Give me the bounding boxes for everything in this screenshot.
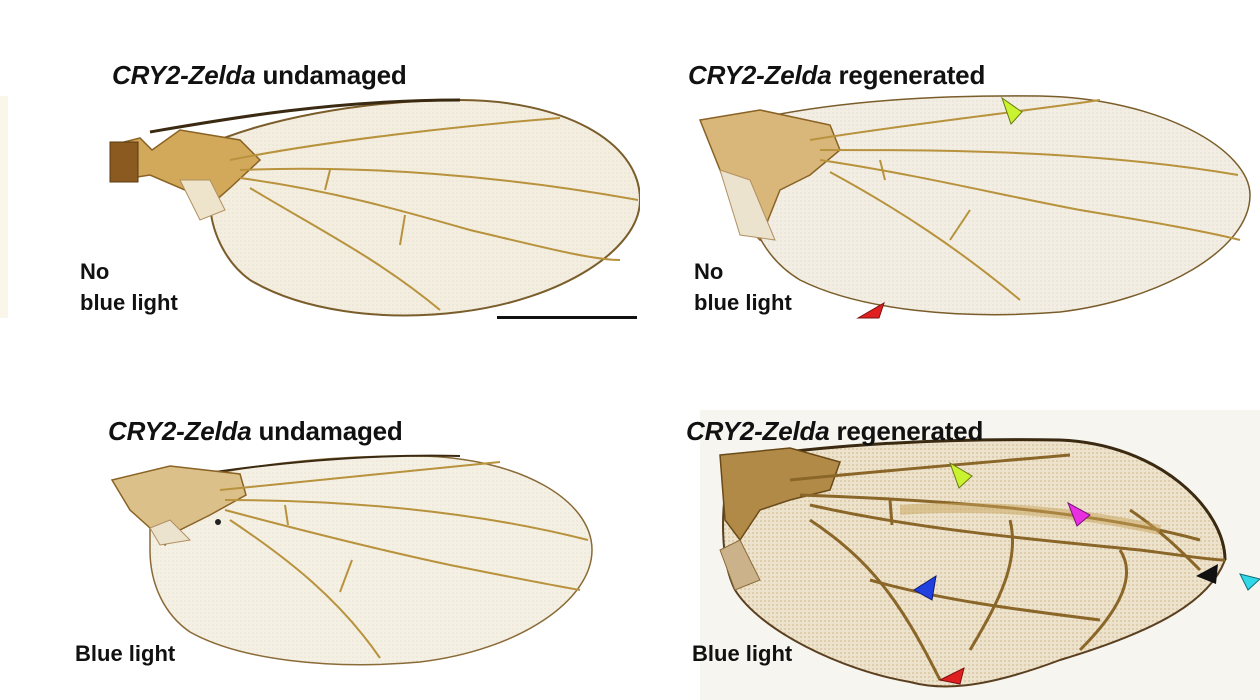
light-condition-label: Blue light [692, 638, 792, 669]
panel-bottom-left: CRY2-Zelda undamaged Blue light [0, 400, 640, 700]
wing-image [698, 95, 1251, 319]
wing-hinge [110, 465, 247, 547]
genotype-label: CRY2-Zelda [686, 416, 830, 446]
light-line-2: blue light [80, 290, 178, 315]
light-line-1: Blue light [75, 641, 176, 666]
condition-label: undamaged [258, 416, 403, 446]
wing-veins [219, 461, 589, 659]
scale-bar [497, 316, 637, 319]
panel-title: CRY2-Zelda regenerated [688, 60, 985, 91]
genotype-label: CRY2-Zelda [112, 60, 256, 90]
genotype-label: CRY2-Zelda [108, 416, 252, 446]
wing-hinge [719, 447, 841, 542]
panel-top-left: CRY2-Zelda undamaged No blue light [0, 0, 640, 340]
light-line-1: Blue light [692, 641, 793, 666]
wing-veins [229, 117, 639, 311]
arrowhead-red [938, 667, 965, 685]
wing-image [700, 410, 1260, 700]
light-line-1: No [694, 259, 724, 284]
panel-top-right: CRY2-Zelda regenerated No blue light [640, 0, 1260, 340]
genotype-label: CRY2-Zelda [688, 60, 832, 90]
arrowhead-black [1196, 564, 1218, 584]
light-line-1: No [80, 259, 110, 284]
costa-margin [149, 98, 461, 134]
light-condition-label: Blue light [75, 638, 175, 669]
arrowhead-red [856, 301, 885, 319]
condition-label: undamaged [262, 60, 407, 90]
arrowhead-cyan [1239, 573, 1260, 591]
light-line-2: blue light [694, 290, 792, 315]
arrowhead-magenta [1067, 501, 1091, 527]
panel-title: CRY2-Zelda undamaged [112, 60, 407, 91]
condition-label: regenerated [836, 416, 984, 446]
background-strip [0, 96, 8, 318]
wing-hinge [111, 129, 262, 212]
arrowhead-yellow-green [1001, 96, 1023, 125]
light-condition-label: No blue light [694, 256, 792, 318]
wing-veins [809, 99, 1241, 301]
panel-title: CRY2-Zelda regenerated [686, 416, 983, 447]
condition-label: regenerated [838, 60, 986, 90]
arrowhead-yellow-green [949, 461, 973, 489]
arrowhead-blue [913, 574, 937, 601]
panel-title: CRY2-Zelda undamaged [108, 416, 403, 447]
light-condition-label: No blue light [80, 256, 178, 318]
wing-image [109, 98, 640, 317]
panel-bottom-right: CRY2-Zelda regenerated Blue light [640, 400, 1260, 700]
wing-image [110, 454, 593, 666]
